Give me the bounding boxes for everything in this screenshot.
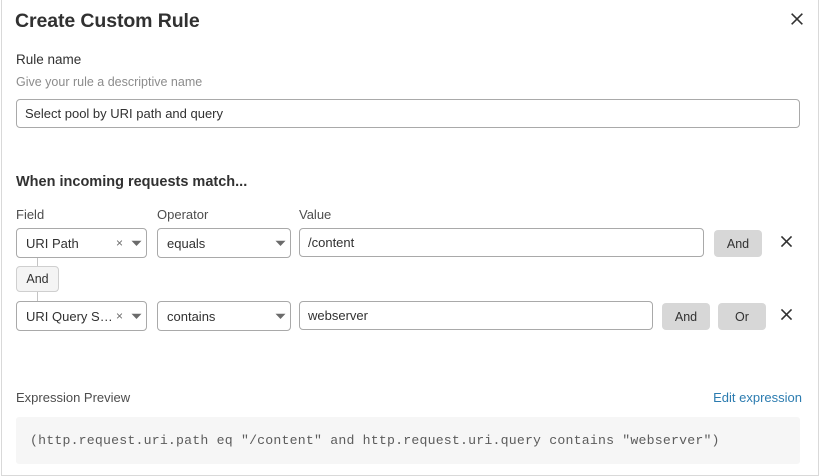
connector-line-bottom <box>37 292 38 302</box>
column-header-operator: Operator <box>157 207 209 222</box>
operator-select-2[interactable]: contains <box>157 301 291 331</box>
rule-name-input[interactable] <box>16 99 800 128</box>
column-header-value: Value <box>299 207 332 222</box>
close-icon <box>780 308 793 324</box>
chevron-down-icon[interactable] <box>270 240 290 247</box>
joiner-and-badge[interactable]: And <box>16 266 59 292</box>
logic-and-button-2[interactable]: And <box>662 303 710 330</box>
field-select-2[interactable]: URI Query St... × <box>16 301 147 331</box>
logic-or-button-2[interactable]: Or <box>718 303 766 330</box>
operator-select-2-value: contains <box>167 308 216 324</box>
close-icon <box>780 235 793 251</box>
chevron-down-icon[interactable] <box>126 240 146 247</box>
condition-row: URI Query St... × contains And Or <box>2 301 820 331</box>
edit-expression-link[interactable]: Edit expression <box>713 390 802 405</box>
rule-name-hint: Give your rule a descriptive name <box>16 75 203 89</box>
value-input-2[interactable] <box>299 301 653 330</box>
column-header-field: Field <box>16 207 45 222</box>
delete-condition-button-1[interactable] <box>772 228 800 258</box>
field-select-1[interactable]: URI Path × <box>16 228 147 258</box>
close-icon <box>790 12 804 26</box>
rule-name-label: Rule name <box>16 52 82 67</box>
chevron-down-icon[interactable] <box>126 313 146 320</box>
delete-condition-button-2[interactable] <box>772 301 800 331</box>
field-select-1-value: URI Path <box>26 235 79 251</box>
dialog-title: Create Custom Rule <box>15 10 200 32</box>
clear-field-icon[interactable]: × <box>115 309 123 323</box>
operator-select-1-value: equals <box>167 235 206 251</box>
logic-and-button-1[interactable]: And <box>714 230 762 257</box>
dialog-close-button[interactable] <box>784 6 810 32</box>
chevron-down-icon[interactable] <box>270 313 290 320</box>
match-section-heading: When incoming requests match... <box>16 174 248 190</box>
field-select-2-value: URI Query St... <box>26 308 113 324</box>
expression-preview-box: (http.request.uri.path eq "/content" and… <box>16 417 800 464</box>
expression-preview-label: Expression Preview <box>16 390 131 405</box>
value-input-1[interactable] <box>299 228 704 257</box>
condition-row: URI Path × equals And <box>2 228 820 258</box>
expression-preview-text: (http.request.uri.path eq "/content" and… <box>30 433 720 448</box>
connector-line-top <box>37 257 38 268</box>
clear-field-icon[interactable]: × <box>115 236 123 250</box>
operator-select-1[interactable]: equals <box>157 228 291 258</box>
